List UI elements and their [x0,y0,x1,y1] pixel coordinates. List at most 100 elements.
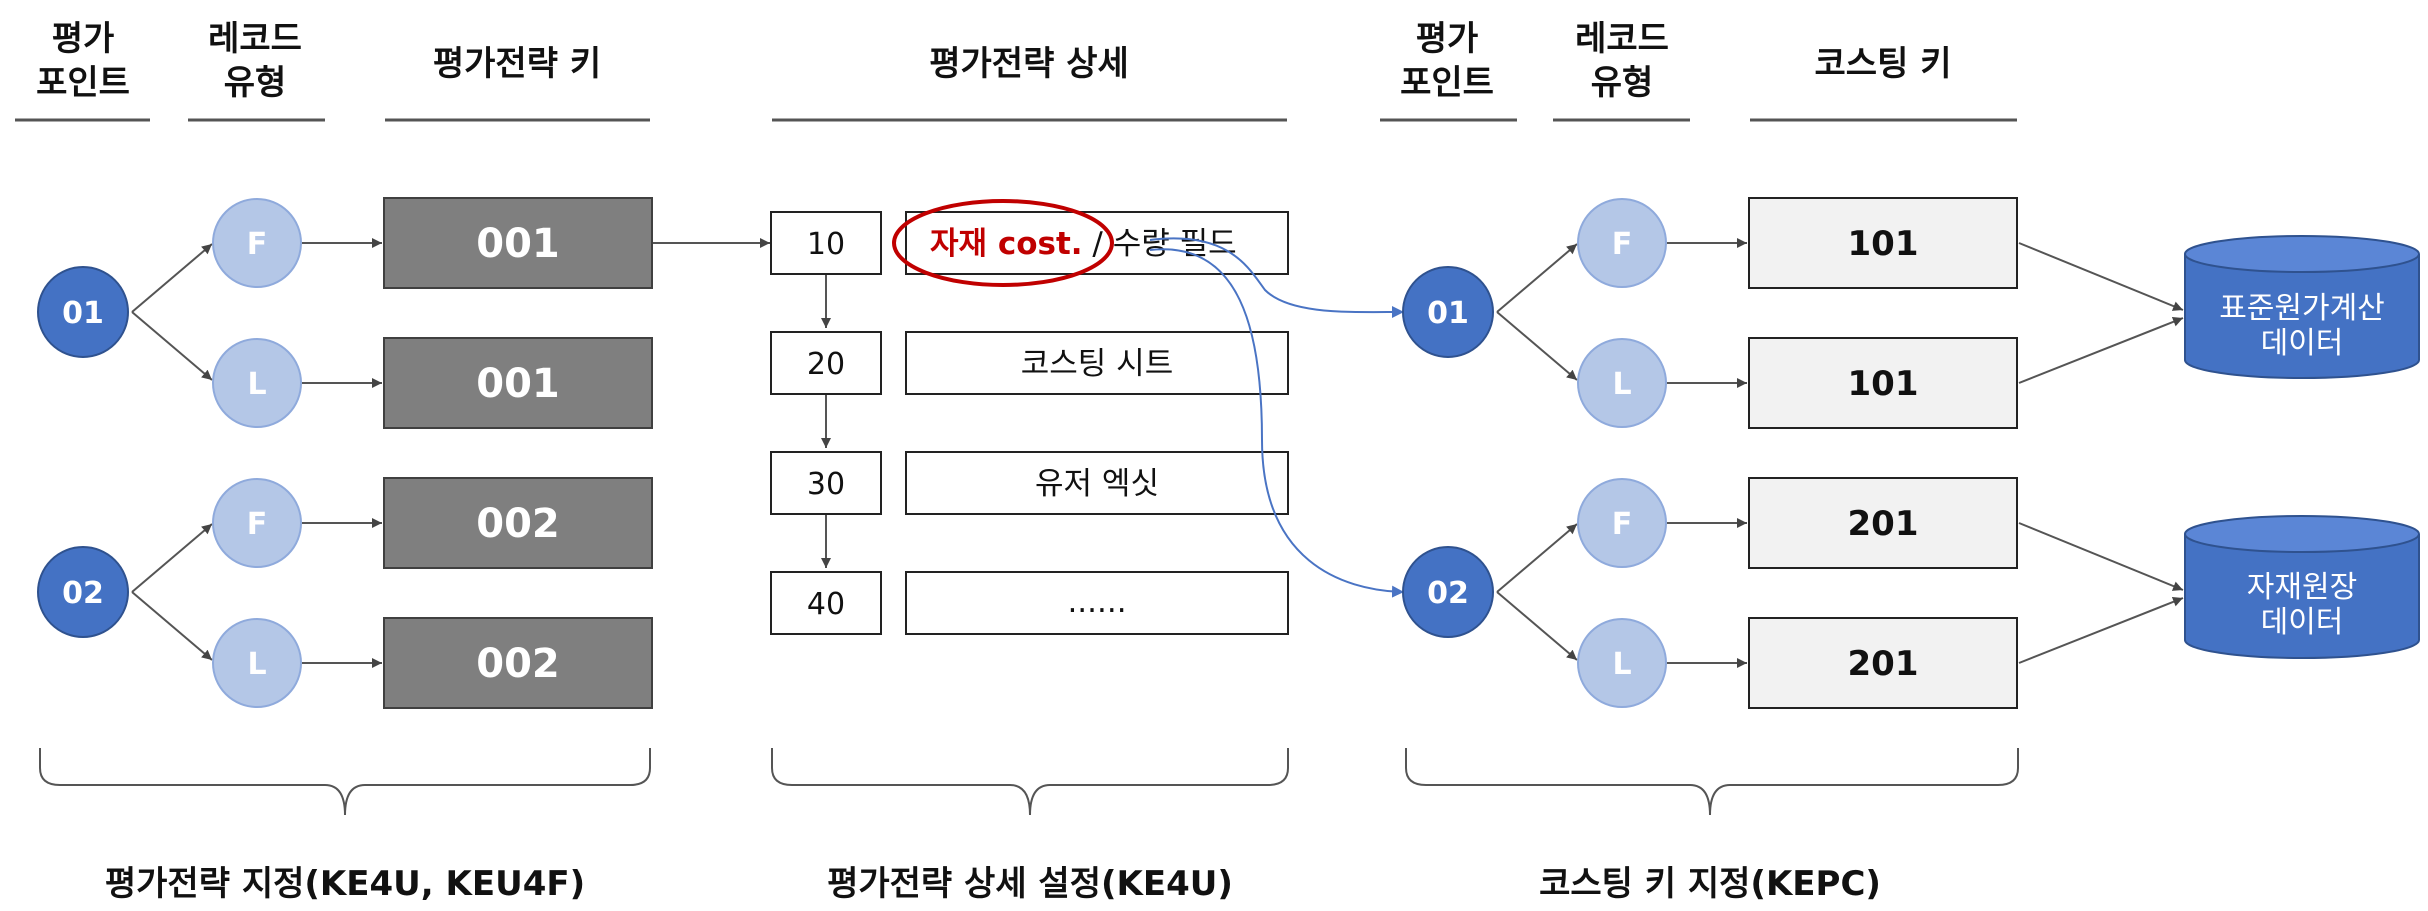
point-label: 02 [62,576,104,611]
database-icon-material-ledger: 자재원장 데이터 [2184,515,2420,659]
field-to-point-connectors [1149,237,1404,598]
point-label: 01 [1427,296,1469,331]
brace-left [39,748,651,816]
record-circle [1577,478,1667,568]
step-label: 유저 엑싯 [1035,466,1159,502]
connector-line [131,591,213,661]
record-label: L [1612,647,1631,682]
header-point-line2: 포인트 [1400,63,1494,103]
costing-key-label: 201 [1848,504,1919,544]
right-connectors [1496,238,2184,668]
right-record-l-1: L [1577,338,1667,428]
step-label-box [905,571,1289,635]
right-record-l-2: L [1577,618,1667,708]
left-key-box-4: 002 [383,617,653,709]
record-circle [1577,198,1667,288]
right-key-box-2: 101 [1748,337,2018,429]
right-key-box-1: 101 [1748,197,2018,289]
record-circle [212,198,302,288]
record-label: F [1612,227,1633,262]
costing-key-box [1748,617,2018,709]
step-number-box [770,211,882,275]
left-record-l-1: L [212,338,302,428]
point-circle [37,546,129,638]
highlighted-field: 자재 cost. [930,226,1083,262]
valuation-key-label: 002 [476,501,560,547]
costing-key-label: 201 [1848,644,1919,684]
left-record-l-2: L [212,618,302,708]
curved-connector [1149,237,1404,319]
connector-line [1496,523,1578,593]
step-number-box [770,331,882,395]
valuation-key-box [383,197,653,289]
db-body [2184,254,2420,379]
left-record-f-1: F [212,198,302,288]
connector-line [2018,597,2184,664]
connector-line [2018,317,2184,384]
header-costing-key: 코스팅 키 [1815,44,1952,84]
right-record-f-2: F [1577,478,1667,568]
db-label-line2: 데이터 [2261,605,2344,640]
db-top [2184,235,2420,273]
step-number: 20 [807,347,845,382]
left-headers: 평가 포인트 레코드 유형 평가전략 키 [15,19,650,122]
costing-key-label: 101 [1848,364,1919,404]
valuation-key-label: 002 [476,641,560,687]
step-row-10: 10 자재 cost. / 수량 필드 [770,199,1289,287]
record-circle [212,618,302,708]
right-record-f-1: F [1577,198,1667,288]
left-key-box-2: 001 [383,337,653,429]
db-label-line1: 표준원가계산 [2219,291,2385,326]
connector-line [2018,242,2184,311]
left-key-box-1: 001 [383,197,653,289]
step-number-box [770,451,882,515]
header-record-line2: 유형 [224,63,287,103]
step-number: 30 [807,467,845,502]
db-label-line1: 자재원장 [2247,570,2357,605]
record-label: L [1612,367,1631,402]
db-top [2184,515,2420,553]
valuation-key-label: 001 [476,361,560,407]
footer-valuation-detail: 평가전략 상세 설정(KE4U) [827,864,1233,904]
record-circle [1577,618,1667,708]
db-label-line2: 데이터 [2261,326,2344,361]
record-label: L [247,367,266,402]
left-key-box-3: 002 [383,477,653,569]
right-headers: 평가 포인트 레코드 유형 코스팅 키 [1380,19,2017,122]
step-label: ...... [1067,584,1126,620]
step-label: 자재 cost. / 수량 필드 [930,226,1237,262]
right-point-02: 02 [1402,546,1494,638]
header-valuation-detail: 평가전략 상세 [929,44,1129,84]
step-row-40: 40 ...... [770,571,1289,635]
header-record-line1: 레코드 [208,19,302,59]
header-point-line1: 평가 [1416,19,1479,59]
point-label: 02 [1427,576,1469,611]
db-body [2184,534,2420,659]
header-record-line2: 유형 [1591,63,1654,103]
curved-connector [1149,248,1404,598]
step-number: 40 [807,587,845,622]
braces [39,748,2019,816]
point-label: 01 [62,296,104,331]
costing-key-box [1748,337,2018,429]
point-circle [37,266,129,358]
step-row-20: 20 코스팅 시트 [770,331,1289,395]
brace-right [1405,748,2019,816]
left-point-01: 01 [37,266,129,358]
right-key-box-3: 201 [1748,477,2018,569]
header-point-line2: 포인트 [36,63,130,103]
valuation-key-box [383,617,653,709]
step-label: 코스팅 시트 [1021,346,1173,382]
highlight-ellipse [892,199,1114,287]
valuation-key-box [383,477,653,569]
step-row-30: 30 유저 엑싯 [770,451,1289,515]
point-circle [1402,266,1494,358]
record-circle [212,338,302,428]
header-valuation-key: 평가전략 키 [433,44,601,84]
record-label: F [247,227,268,262]
point-circle [1402,546,1494,638]
costing-key-box [1748,197,2018,289]
left-connectors [131,238,770,668]
record-label: L [247,647,266,682]
